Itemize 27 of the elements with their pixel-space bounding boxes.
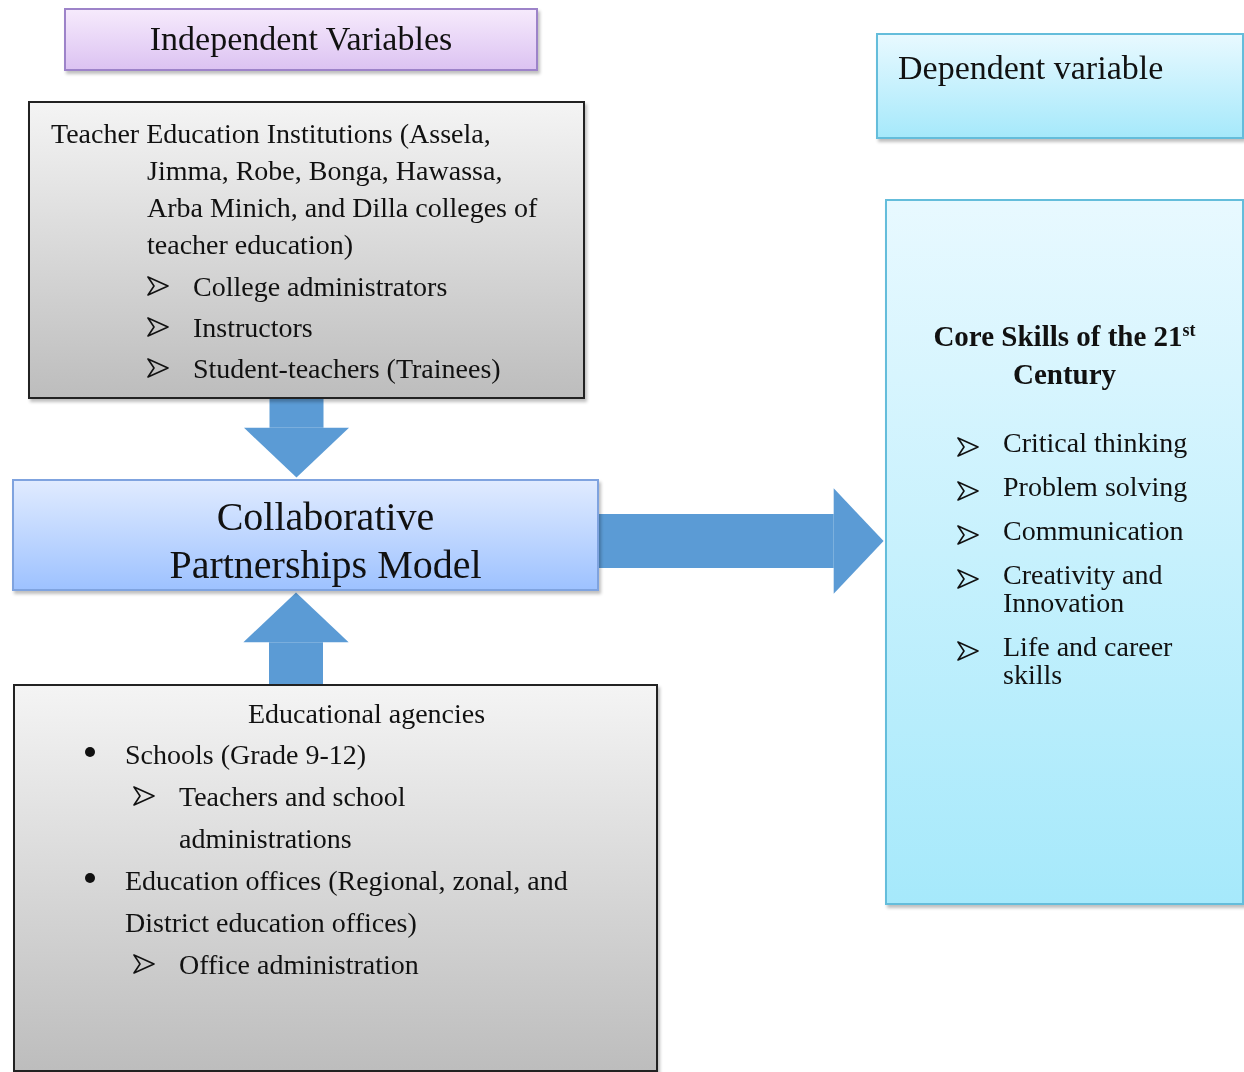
heading: Teacher Education Institutions (Assela, Jimma, Robe, Bonga, Hawassa, Arba Minich, and Dilla colleges of teacher education) <box>50 117 539 262</box>
model-title: Collaborative Partnerships Model <box>168 493 483 589</box>
text-box <box>64 8 538 71</box>
block-arrow <box>243 592 349 684</box>
text-box <box>28 101 585 399</box>
list-item: Creativity and Innovation <box>1003 561 1164 617</box>
heading: Core Skills of the 21$^{st}$ Century <box>932 319 1197 392</box>
list-item: Teachers and school administrations <box>179 780 407 856</box>
text-box <box>885 199 1244 905</box>
text-box <box>13 684 658 1072</box>
block-arrow <box>243 399 350 478</box>
list-item: Education offices (Regional, zonal, and District education offices) <box>125 864 569 940</box>
heading: Educational agencies <box>248 697 487 731</box>
list-item: Office administration <box>179 948 420 982</box>
text-box <box>12 479 599 591</box>
list-item: Life and career skills <box>1003 633 1174 689</box>
list-item: Problem solving <box>1003 473 1189 501</box>
list-item: Schools (Grade 9-12) <box>125 738 368 772</box>
list-item: College administrators <box>193 270 449 304</box>
list-item: Communication <box>1003 517 1185 545</box>
heading: Independent Variables <box>149 19 453 59</box>
list-item: Critical thinking <box>1003 429 1189 457</box>
block-arrow <box>599 488 884 594</box>
text-box <box>876 33 1244 139</box>
list-item: Instructors <box>193 311 314 345</box>
heading: Dependent variable <box>898 48 1164 88</box>
list-item: Student-teachers (Trainees) <box>193 352 502 386</box>
